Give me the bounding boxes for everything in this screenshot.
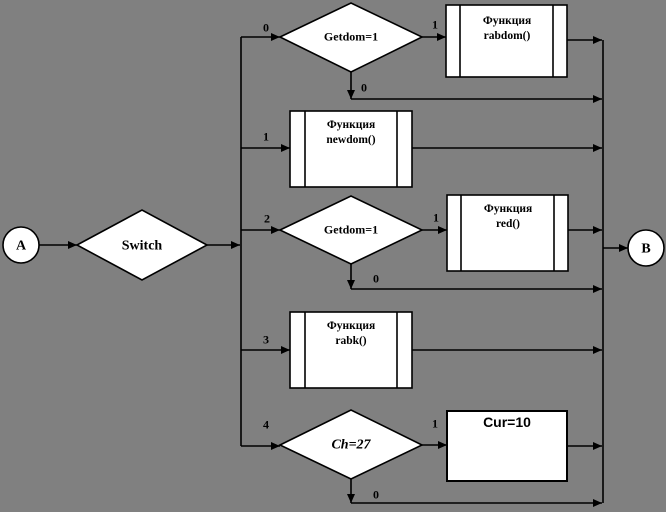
end-circle bbox=[627, 229, 665, 267]
edge-label-top-false: 0 bbox=[361, 80, 367, 95]
connectors bbox=[39, 33, 628, 507]
edge-label-case-0: 0 bbox=[263, 20, 269, 35]
proc-rabk-name: rabk() bbox=[335, 335, 367, 347]
proc-rabk-title: Функция bbox=[326, 320, 376, 332]
start-circle bbox=[2, 226, 40, 264]
proc-newdom-name: newdom() bbox=[326, 134, 376, 146]
switch-diamond bbox=[75, 209, 209, 281]
proc-red-title: Функция bbox=[483, 203, 533, 215]
edge-label-case-2: 2 bbox=[264, 211, 270, 226]
proc-rabdom-label: Функция rabdom() bbox=[483, 14, 531, 44]
decision-bottom-diamond bbox=[278, 409, 424, 480]
decision-top-label: Getdom=1 bbox=[323, 29, 379, 44]
decision-top-diamond bbox=[278, 2, 424, 73]
decision-mid-label: Getdom=1 bbox=[323, 222, 379, 237]
proc-red-label: Функция red() bbox=[484, 202, 532, 232]
assign-cur-label: Cur=10 bbox=[483, 414, 531, 430]
edge-label-bottom-false: 0 bbox=[373, 487, 379, 502]
nodes bbox=[2, 2, 665, 482]
start-label: A bbox=[15, 238, 27, 254]
proc-rabdom-name: rabdom() bbox=[483, 30, 531, 42]
edge-label-case-3: 3 bbox=[263, 332, 269, 347]
edge-label-mid-false: 0 bbox=[373, 271, 379, 286]
proc-newdom-label: Функция newdom() bbox=[326, 118, 375, 148]
proc-rabk-label: Функция rabk() bbox=[327, 319, 375, 349]
proc-red-name: red() bbox=[495, 218, 521, 230]
proc-red-box bbox=[446, 194, 569, 272]
assign-cur-box bbox=[446, 410, 568, 482]
edge-label-case-1: 1 bbox=[263, 129, 269, 144]
edge-label-case-4: 4 bbox=[263, 417, 269, 432]
decision-bottom-label: Ch=27 bbox=[331, 437, 371, 453]
decision-mid-diamond bbox=[278, 195, 424, 265]
end-label: B bbox=[641, 241, 651, 257]
proc-newdom-box bbox=[289, 110, 413, 188]
proc-rabk-box bbox=[289, 311, 413, 389]
proc-rabdom-title: Функция bbox=[482, 15, 532, 27]
switch-label: Switch bbox=[121, 238, 163, 254]
edge-label-bottom-true: 1 bbox=[432, 416, 438, 431]
edge-label-top-true: 1 bbox=[432, 17, 438, 32]
proc-rabdom-box bbox=[445, 4, 568, 78]
edge-label-mid-true: 1 bbox=[433, 210, 439, 225]
proc-newdom-title: Функция bbox=[326, 119, 376, 131]
